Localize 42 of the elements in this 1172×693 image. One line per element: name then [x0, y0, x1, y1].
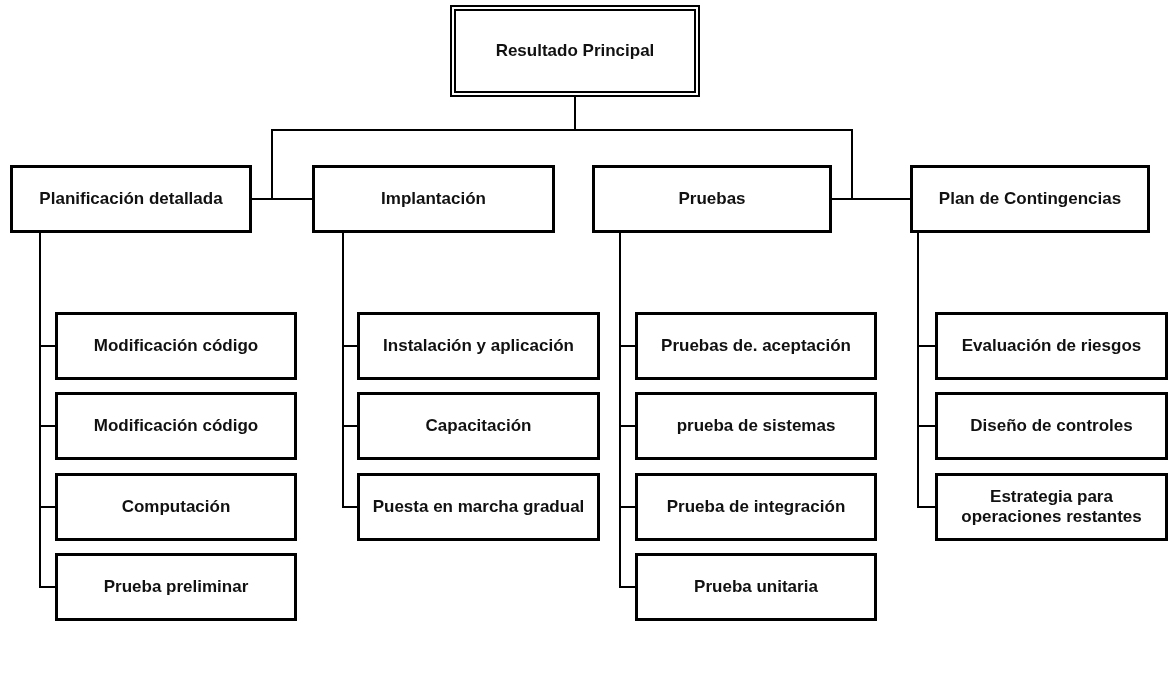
box-label: Planificación detallada — [39, 189, 223, 209]
box — [357, 392, 600, 460]
connector-line — [342, 232, 358, 508]
box — [935, 392, 1168, 460]
box — [935, 312, 1168, 380]
box — [635, 553, 877, 621]
box-label: Modificación código — [93, 416, 259, 436]
box-label: Puesta en marcha gradual — [372, 497, 585, 517]
box — [635, 392, 877, 460]
box-label: Diseño de controles — [970, 416, 1133, 436]
box-label: Capacitación — [425, 416, 532, 436]
box — [592, 165, 832, 233]
box-label: Estrategia para operaciones restantes — [960, 487, 1143, 527]
connector-line — [39, 232, 56, 588]
box-label: Pruebas — [678, 189, 746, 209]
connector-line — [917, 232, 936, 508]
box-label: Evaluación de riesgos — [961, 336, 1142, 356]
box-label: Prueba preliminar — [103, 577, 249, 597]
box — [55, 473, 297, 541]
box — [55, 392, 297, 460]
box — [635, 473, 877, 541]
box — [357, 473, 600, 541]
box — [450, 5, 700, 97]
box — [935, 473, 1168, 541]
box-label: Plan de Contingencias — [938, 189, 1122, 209]
box-label: Instalación y aplicación — [383, 336, 574, 356]
box — [635, 312, 877, 380]
box — [55, 312, 297, 380]
box — [10, 165, 252, 233]
box-label: Prueba de integración — [666, 497, 846, 517]
box-label: Resultado Principal — [495, 41, 655, 61]
box-label: Prueba unitaria — [694, 577, 818, 597]
box-label: Modificación código — [93, 336, 259, 356]
box-label: Pruebas de. aceptación — [661, 336, 851, 356]
box — [55, 553, 297, 621]
box — [357, 312, 600, 380]
box — [312, 165, 555, 233]
connector-line — [619, 232, 636, 588]
box-label: Computación — [121, 497, 231, 517]
box-label: prueba de sistemas — [676, 416, 836, 436]
box-label: Implantación — [381, 189, 486, 209]
box — [910, 165, 1150, 233]
